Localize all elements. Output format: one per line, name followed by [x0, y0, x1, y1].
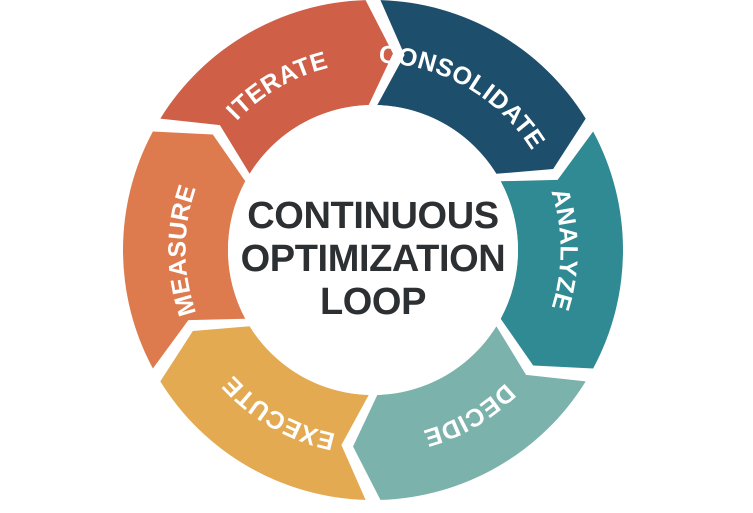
segment-decide[interactable]: [353, 326, 586, 500]
segment-iterate[interactable]: [160, 0, 393, 174]
segment-measure[interactable]: [123, 131, 246, 369]
center-title-line-3: LOOP: [320, 281, 426, 323]
center-title-line-2: OPTIMIZATION: [241, 238, 506, 280]
segment-execute[interactable]: [160, 326, 369, 500]
center-title: CONTINUOUS OPTIMIZATION LOOP: [241, 195, 506, 323]
segment-analyze[interactable]: [500, 131, 623, 369]
segments-group: [123, 0, 623, 500]
center-title-line-1: CONTINUOUS: [247, 195, 498, 237]
center-hub: [228, 105, 518, 395]
segment-consolidate[interactable]: [377, 0, 586, 174]
